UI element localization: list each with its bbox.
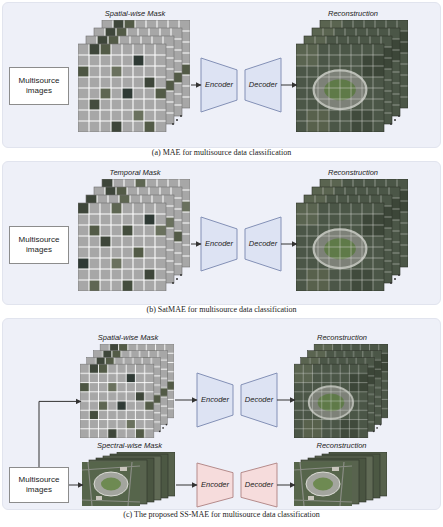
- stack-label: Reconstruction: [297, 168, 409, 178]
- stack-label: Spatial-wise Mask: [79, 9, 191, 19]
- image-stack: Reconstruction: [295, 345, 389, 439]
- input-label: Multisource images: [10, 76, 68, 96]
- mask-cube-illustration: [78, 20, 190, 132]
- block-label: Decoder: [245, 395, 273, 405]
- stack-label: Spectral-wise Mask: [83, 441, 176, 451]
- trapezoid-shape: [241, 463, 277, 507]
- input-box: Multisource images: [9, 67, 69, 105]
- trapezoid-shape: [197, 463, 233, 507]
- decoder-trapezoid: Decoder: [245, 217, 281, 271]
- trapezoid-shape: [201, 217, 237, 271]
- block-label: Decoder: [245, 480, 273, 490]
- block-label: Decoder: [249, 80, 277, 90]
- encoder-trapezoid: Encoder: [197, 373, 233, 427]
- image-stack: Reconstruction: [295, 453, 388, 507]
- figure-panel: (c) The proposed SS-MAE for multisource …: [2, 318, 441, 510]
- encoder-trapezoid: Encoder: [201, 58, 237, 112]
- input-box: Multisource images: [9, 467, 69, 503]
- panel-caption: (c) The proposed SS-MAE for multisource …: [3, 510, 440, 520]
- image-stack: Spatial-wise Mask: [79, 21, 191, 133]
- arrow-connector: [277, 485, 295, 486]
- panel-caption: (a) MAE for multisource data classificat…: [3, 148, 440, 158]
- figure-panel: (a) MAE for multisource data classificat…: [2, 2, 441, 148]
- reconstruction-cube-illustration: [296, 20, 408, 132]
- trapezoid-shape: [201, 58, 237, 112]
- arrow-connector: [191, 244, 201, 245]
- input-box: Multisource images: [9, 226, 69, 264]
- mask-cube-illustration: [78, 179, 190, 291]
- block-label: Encoder: [205, 80, 233, 90]
- block-label: Decoder: [249, 239, 277, 249]
- stack-label: Reconstruction: [295, 333, 389, 343]
- block-label: Encoder: [205, 239, 233, 249]
- image-stack: Spatial-wise Mask: [81, 345, 175, 439]
- figure-panel: (b) SatMAE for multisource data classifi…: [2, 161, 441, 305]
- arrow-connector: [176, 485, 197, 486]
- stack-label: Spatial-wise Mask: [81, 333, 175, 343]
- image-stack: Spectral-wise Mask: [83, 453, 176, 507]
- block-label: Encoder: [201, 395, 229, 405]
- arrow-connector: [281, 85, 297, 86]
- arrow-connector: [69, 485, 83, 486]
- image-stack: Temporal Mask: [79, 180, 191, 292]
- stack-label: Temporal Mask: [79, 168, 191, 178]
- reconstruction-cube-illustration: [296, 179, 408, 291]
- arrow-connector: [175, 400, 197, 401]
- trapezoid-shape: [197, 373, 233, 427]
- block-label: Encoder: [201, 480, 229, 490]
- decoder-trapezoid: Decoder: [245, 58, 281, 112]
- input-label: Multisource images: [10, 235, 68, 255]
- arrow-connector: [39, 401, 81, 467]
- encoder-trapezoid: Encoder: [197, 463, 233, 507]
- reconstruction-cube-illustration: [294, 344, 388, 438]
- arrow-connector: [191, 85, 201, 86]
- input-label: Multisource images: [10, 475, 68, 495]
- encoder-trapezoid: Encoder: [201, 217, 237, 271]
- mask-cube-illustration: [80, 344, 174, 438]
- decoder-trapezoid: Decoder: [241, 463, 277, 507]
- spectral-stack-illustration: [294, 452, 387, 506]
- spectral-stack-illustration: [82, 452, 175, 506]
- trapezoid-shape: [241, 373, 277, 427]
- stack-label: Reconstruction: [297, 9, 409, 19]
- trapezoid-shape: [245, 217, 281, 271]
- decoder-trapezoid: Decoder: [241, 373, 277, 427]
- stack-label: Reconstruction: [295, 441, 388, 451]
- image-stack: Reconstruction: [297, 21, 409, 133]
- arrow-connector: [281, 244, 297, 245]
- arrow-connector: [277, 400, 295, 401]
- panel-caption: (b) SatMAE for multisource data classifi…: [3, 305, 440, 315]
- trapezoid-shape: [245, 58, 281, 112]
- image-stack: Reconstruction: [297, 180, 409, 292]
